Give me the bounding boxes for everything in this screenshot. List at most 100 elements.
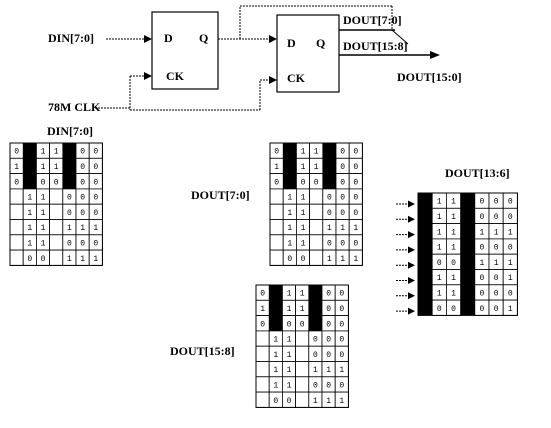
dout70-cell-value: 1 [301, 224, 306, 233]
din-cell-value: 1 [14, 163, 19, 172]
dout70-cell-value: 1 [301, 209, 306, 218]
shift-arrow-head [408, 277, 415, 284]
din-cell-value: 0 [67, 194, 72, 203]
dout70-cell-value: 1 [353, 255, 358, 264]
dout70-cell-value: 0 [353, 209, 358, 218]
dout158-cell-value: 1 [313, 397, 318, 406]
dout136-cell-value: 0 [451, 305, 456, 314]
dout136-cell-value: 1 [508, 228, 513, 237]
flip-flop-2 [276, 14, 340, 93]
dout158-cell-value: 0 [260, 320, 265, 329]
dout70-cell [269, 249, 284, 266]
d2-arrow [269, 35, 277, 43]
dout136-black-column [418, 193, 433, 316]
shift-arrow-head [408, 231, 415, 239]
dout70-cell-value: 0 [327, 194, 332, 203]
dout136-cell-value: 0 [479, 213, 484, 222]
dout158-table-border [255, 284, 349, 408]
din-cell-value: 0 [93, 178, 98, 187]
dout158-cell-value: 0 [260, 290, 265, 299]
dout136-cell-value: 1 [508, 274, 513, 283]
ff1-d-label: D [164, 31, 173, 45]
ff2-ck-label: CK [287, 71, 306, 85]
dout70-cell-value: 1 [287, 194, 292, 203]
din-cell-value: 0 [41, 178, 46, 187]
dout136-cell-value: 1 [437, 198, 442, 207]
dout70-cell-value: 0 [327, 209, 332, 218]
dout70-cell-value: 1 [314, 163, 319, 172]
dout158-cell-value: 1 [313, 366, 318, 375]
dout70-circuit-label: DOUT[7:0] [343, 13, 402, 27]
merge-line-1 [391, 29, 409, 45]
shift-arrow-head [408, 215, 415, 223]
dout136-cell-value: 1 [479, 228, 484, 237]
dout158-cell-value: 0 [339, 290, 344, 299]
dout136-cell-value: 0 [494, 213, 499, 222]
din-cell-value: 0 [93, 194, 98, 203]
dout158-cell-value: 0 [339, 336, 344, 345]
ff1-ck-label: CK [166, 69, 185, 83]
dout136-cell-value: 0 [494, 289, 499, 298]
dout158-cell-value: 0 [313, 336, 318, 345]
din-cell [49, 219, 64, 236]
dout158-cell-value: 1 [287, 336, 292, 345]
dout70-cell-value: 1 [287, 239, 292, 248]
ff2-q-label: Q [316, 36, 325, 50]
shift-arrow-head [408, 200, 415, 208]
din-cell-value: 1 [41, 224, 46, 233]
din-cell [9, 219, 24, 236]
din-cell-value: 0 [80, 178, 85, 187]
dout158-cell-value: 1 [273, 366, 278, 375]
dout70-cell-value: 1 [314, 148, 319, 157]
dout70-cell-value: 0 [353, 178, 358, 187]
shift-arrow-head [408, 261, 415, 269]
dout136-cell-value: 0 [494, 198, 499, 207]
dout136-cell-value: 1 [451, 213, 456, 222]
dout136-table-title: DOUT[13:6] [445, 166, 510, 180]
dout136-cell-value: 0 [508, 244, 513, 253]
dout158-cell [295, 361, 310, 378]
dout158-cell [255, 361, 270, 378]
dout136-cell-value: 1 [494, 259, 499, 268]
dout136-cell-value: 0 [437, 305, 442, 314]
din-cell-value: 0 [80, 239, 85, 248]
dout136-cell-value: 0 [494, 305, 499, 314]
shift-arrows [396, 200, 415, 315]
dout70-cell-value: 1 [287, 209, 292, 218]
dout70-cell [269, 203, 284, 220]
dout136-cell-value: 0 [508, 289, 513, 298]
din-cell-value: 1 [67, 224, 72, 233]
dout158-cell-value: 0 [339, 351, 344, 360]
dout158-cell-value: 0 [313, 351, 318, 360]
dout158-cell [255, 345, 270, 362]
dout158-cell-value: 1 [273, 351, 278, 360]
dout158-cell-value: 0 [326, 381, 331, 390]
din-table-title: DIN[7:0] [47, 124, 93, 138]
dout70-cell-value: 0 [274, 178, 279, 187]
din-cell-value: 0 [67, 239, 72, 248]
dout70-cell-value: 0 [353, 148, 358, 157]
dout70-cell-value: 1 [340, 224, 345, 233]
dout70-cell-value: 0 [301, 178, 306, 187]
dout70-cell-value: 0 [340, 194, 345, 203]
dout136-cell-value: 1 [437, 274, 442, 283]
dout158-cell-value: 1 [339, 366, 344, 375]
dout70-cell-value: 0 [340, 178, 345, 187]
ff1-clk-arrow [144, 72, 152, 80]
dout136-cell-value: 1 [437, 213, 442, 222]
din-cell [49, 188, 64, 205]
dout70-cell-value: 0 [353, 163, 358, 172]
dout136-cell-value: 0 [508, 198, 513, 207]
dout136-cell-value: 1 [508, 259, 513, 268]
dout158-cell-value: 1 [339, 397, 344, 406]
dout158-cell [295, 391, 310, 408]
dout158-cell-value: 0 [326, 305, 331, 314]
din-cell-value: 1 [80, 224, 85, 233]
dout136-cell-value: 0 [508, 213, 513, 222]
dout136-black-column [460, 193, 475, 316]
dout158-cell-value: 0 [326, 290, 331, 299]
din-cell-value: 0 [14, 148, 19, 157]
